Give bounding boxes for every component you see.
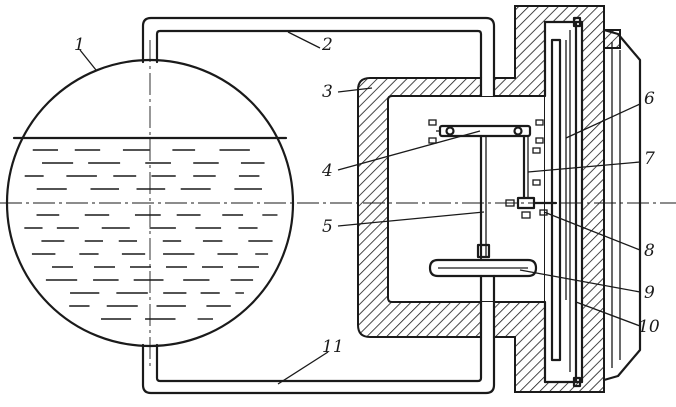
lever-mechanism	[428, 119, 544, 144]
scale-plate	[550, 16, 582, 388]
callout-11: 11	[322, 337, 344, 357]
liquid-fill	[24, 149, 278, 320]
float-diaphragm	[428, 258, 538, 304]
callout-8: 8	[644, 241, 655, 261]
front-bezel	[602, 28, 642, 382]
upper-pipe	[141, 16, 496, 86]
callout-9: 9	[644, 283, 655, 303]
center-lines	[0, 40, 676, 370]
callout-1: 1	[74, 35, 85, 55]
callout-7: 7	[644, 149, 655, 169]
callout-6: 6	[644, 89, 655, 109]
callout-4: 4	[321, 161, 333, 181]
callout-2: 2	[321, 35, 333, 55]
leader-lines	[79, 31, 641, 385]
callout-labels: 1 2 3 4 5 6 7 8 9 10 11	[74, 35, 660, 357]
link-rod	[522, 134, 541, 200]
float-rod	[476, 134, 491, 260]
housing	[357, 5, 621, 393]
lower-pipe	[141, 333, 496, 395]
callout-5: 5	[322, 217, 333, 237]
callout-3: 3	[322, 82, 333, 102]
callout-10: 10	[638, 317, 660, 337]
